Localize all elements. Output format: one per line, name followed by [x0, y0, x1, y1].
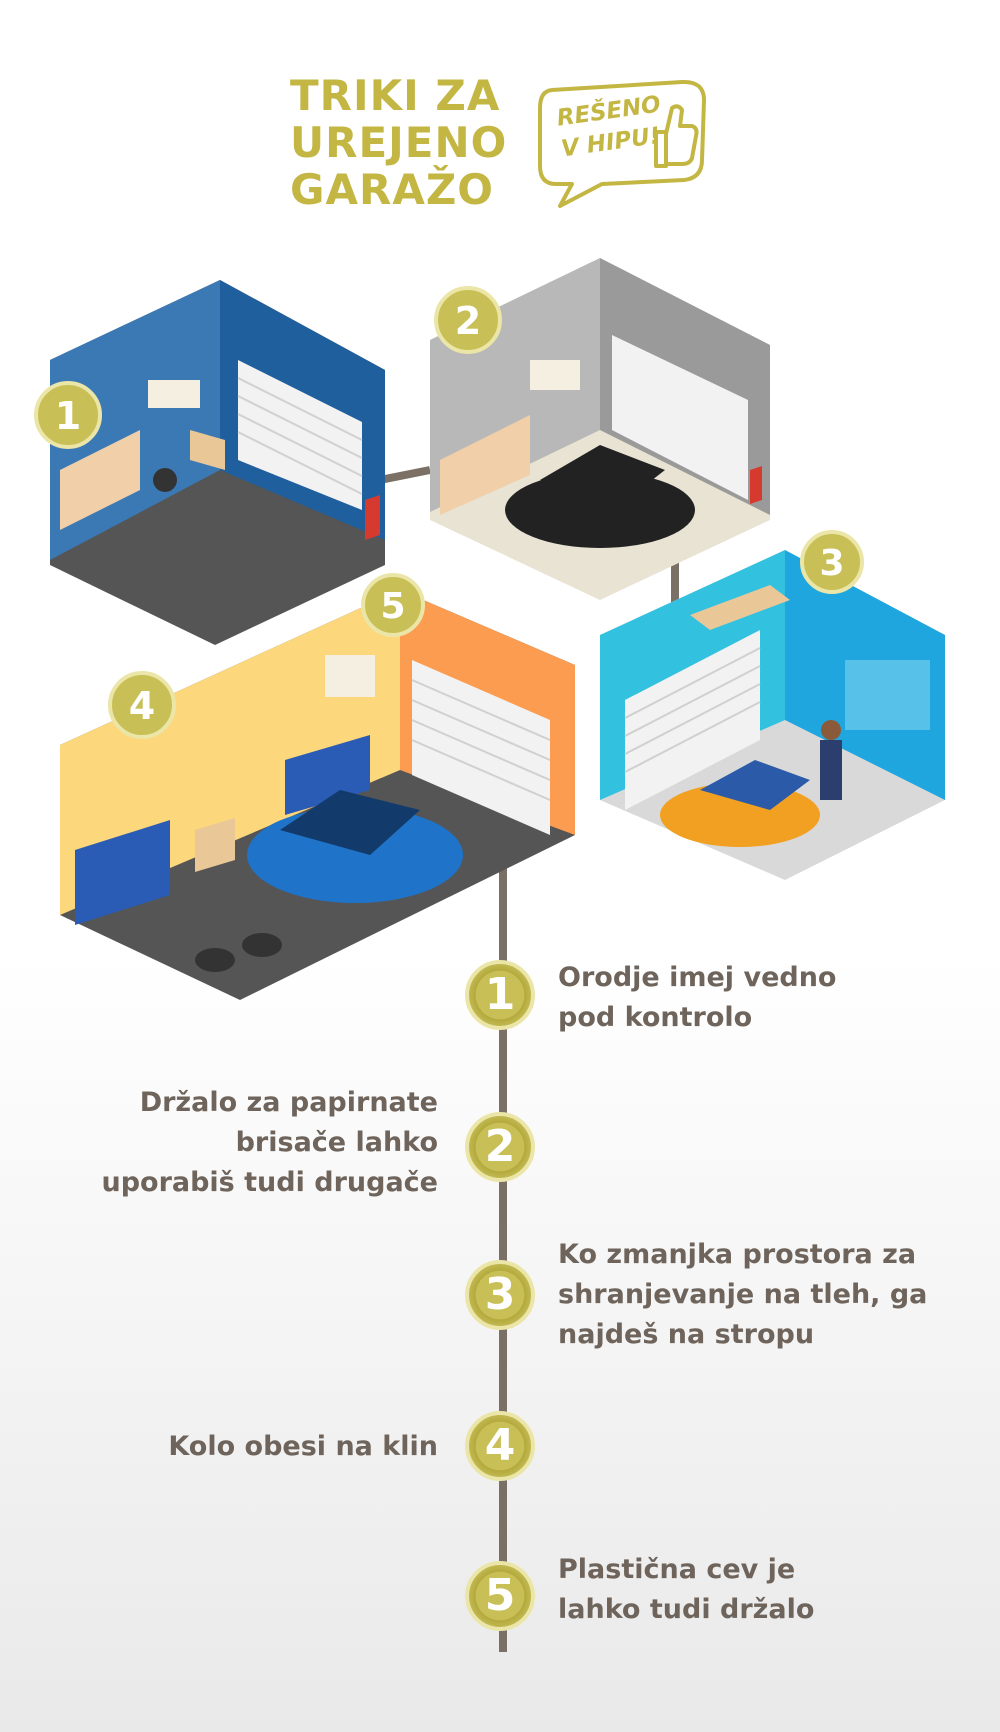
garage-2	[430, 258, 770, 600]
black-car	[505, 445, 695, 548]
garage-1-number: 1	[34, 381, 102, 449]
svg-text:1: 1	[55, 394, 81, 438]
step-1-number: 1	[465, 960, 535, 1030]
step-3-number: 3	[465, 1260, 535, 1330]
orange-car	[660, 760, 820, 847]
title-line: UREJENO	[290, 118, 508, 167]
blue-car	[247, 790, 463, 903]
garage-4-number: 4	[108, 671, 176, 739]
step-2-text: Držalo za papirnate brisače lahko uporab…	[101, 1087, 438, 1198]
garage-4	[60, 590, 575, 1000]
svg-text:3: 3	[819, 543, 844, 584]
page-title: TRIKI ZA UREJENO GARAŽO	[290, 72, 507, 213]
garage-3-number: 3	[800, 530, 864, 594]
mechanic	[820, 720, 842, 800]
speech-bubble-logo	[538, 79, 706, 208]
garage-1	[50, 280, 385, 645]
step-5-text: Plastična cev je lahko tudi držalo	[558, 1554, 815, 1625]
step-5-number: 5	[465, 1561, 535, 1631]
title-line: TRIKI ZA	[290, 71, 501, 120]
svg-text:4: 4	[129, 684, 155, 728]
garage-5-number: 5	[361, 573, 425, 637]
title-line: GARAŽO	[290, 165, 494, 214]
thumbs-up-icon	[654, 104, 699, 168]
step-4-text: Kolo obesi na klin	[168, 1431, 438, 1462]
step-1-text: Orodje imej vedno pod kontrolo	[558, 962, 837, 1033]
tire-stack	[195, 933, 282, 972]
garage-3	[600, 550, 945, 880]
garage-2-number: 2	[434, 286, 502, 354]
svg-text:2: 2	[455, 299, 481, 343]
step-3-text: Ko zmanjka prostora za shranjevanje na t…	[558, 1239, 928, 1350]
svg-text:5: 5	[380, 586, 405, 627]
step-2-number: 2	[465, 1112, 535, 1182]
step-4-number: 4	[465, 1411, 535, 1481]
